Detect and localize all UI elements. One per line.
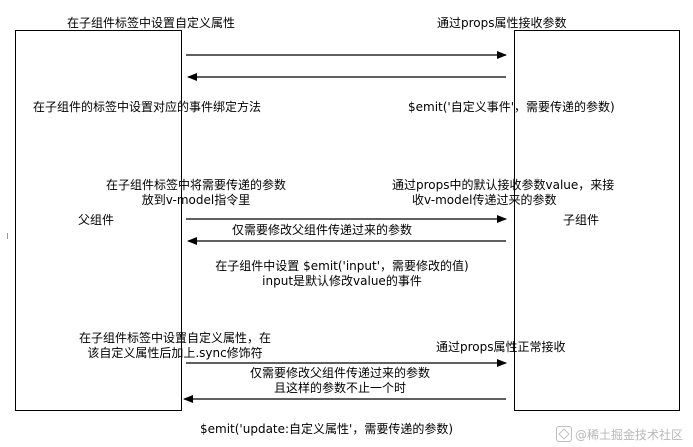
s3-parent-text: 在子组件标签中设置自定义属性，在 该自定义属性后加上.sync修饰符 (55, 331, 295, 361)
s3-note-line2: 且这样的参数不止一个时 (273, 381, 406, 395)
s2-note: 仅需要修改父组件传递过来的参数 (232, 223, 413, 237)
s2-child-text: 通过props中的默认接收参数value，来接 收v-model传递过来的参数 (392, 178, 614, 208)
ruler-tick (7, 233, 8, 239)
child-component-box (514, 30, 680, 411)
s2-child-text-line2: 收v-model传递过来的参数 (412, 193, 557, 207)
s2-parent-text: 在子组件标签中将需要传递的参数 放到v-model指令里 (82, 178, 310, 208)
s2-parent-text-line2: 放到v-model指令里 (141, 193, 251, 207)
s2-emit-text: 在子组件中设置 $emit('input'，需要修改的值) input是默认修改… (187, 259, 497, 289)
s3-parent-text-line1: 在子组件标签中设置自定义属性，在 (78, 331, 271, 345)
parent-component-label: 父组件 (78, 213, 115, 227)
s1-parent-text: 在子组件标签中设置自定义属性 (67, 16, 236, 30)
parent-component-box (15, 30, 182, 411)
juejin-logo-icon (556, 426, 572, 442)
s3-note: 仅需要修改父组件传递过来的参数 且这样的参数不止一个时 (220, 366, 460, 396)
s2-emit-text-line2: input是默认修改value的事件 (262, 274, 422, 288)
s3-note-line1: 仅需要修改父组件传递过来的参数 (249, 366, 430, 380)
s1-bind-method-text: 在子组件的标签中设置对应的事件绑定方法 (33, 100, 262, 114)
s2-emit-text-line1: 在子组件中设置 $emit('input'，需要修改的值) (215, 259, 469, 273)
child-component-label: 子组件 (563, 213, 600, 227)
s3-emit-text: $emit('update:自定义属性'，需要传递的参数) (200, 422, 454, 436)
s1-emit-text: $emit('自定义事件'，需要传递的参数) (408, 100, 615, 114)
s2-parent-text-line1: 在子组件标签中将需要传递的参数 (105, 178, 286, 192)
s1-child-text: 通过props属性接收参数 (437, 16, 567, 30)
s2-child-text-line1: 通过props中的默认接收参数value，来接 (392, 178, 615, 192)
watermark: @稀土掘金技术社区 (556, 426, 683, 443)
watermark-text: @稀土掘金技术社区 (575, 428, 684, 442)
s3-parent-text-line2: 该自定义属性后加上.sync修饰符 (87, 346, 263, 360)
s3-child-text: 通过props属性正常接收 (436, 340, 566, 354)
